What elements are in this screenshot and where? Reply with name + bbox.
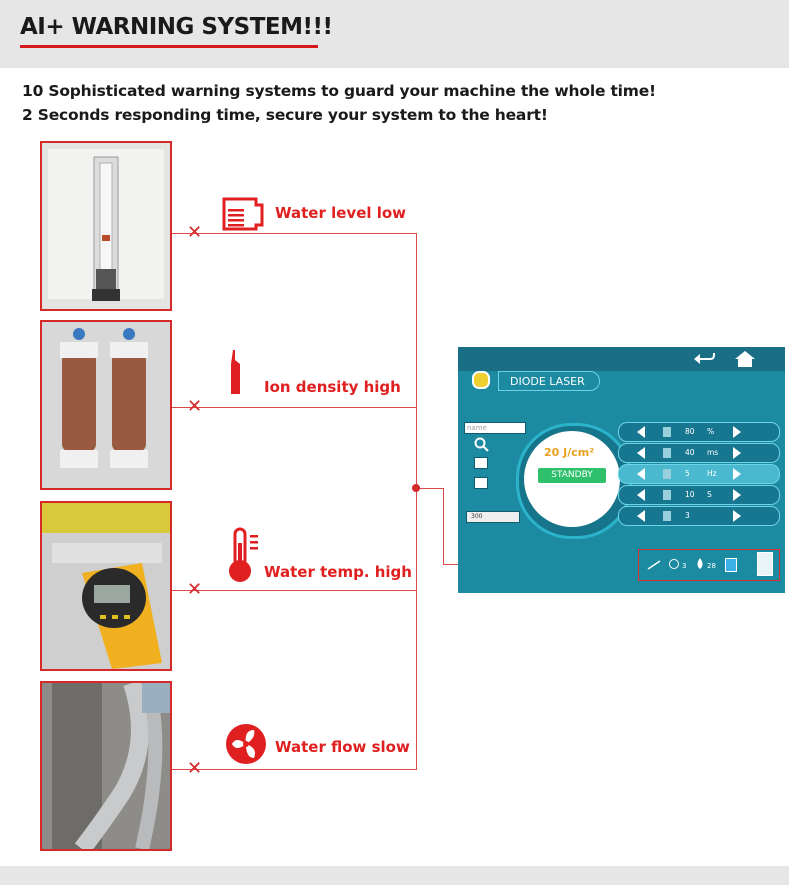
flow-status-value: 28 <box>707 562 716 570</box>
subtitle-line-2: 2 Seconds responding time, secure your s… <box>22 106 548 124</box>
standby-button[interactable]: STANDBY <box>538 468 606 483</box>
warning-label: Water level low <box>275 204 407 222</box>
title-underline <box>20 45 318 48</box>
photo-ion-filters <box>40 320 172 490</box>
water-tank-icon <box>725 558 737 572</box>
warning-label: Water temp. high <box>264 563 412 581</box>
handpiece-icon <box>647 560 661 570</box>
parameter-value: 5 <box>685 469 690 478</box>
flow-status-icon <box>697 558 703 569</box>
x-mark-icon: ✕ <box>187 396 203 417</box>
water-level-icon <box>222 197 264 231</box>
parameter-value: 40 <box>685 448 695 457</box>
footer-bar <box>0 866 789 885</box>
parameter-unit: ms <box>707 448 719 457</box>
parameter-unit: S <box>707 490 712 499</box>
subtitle-line-1: 10 Sophisticated warning systems to guar… <box>22 82 656 100</box>
increase-arrow-icon[interactable] <box>733 447 741 459</box>
fan-icon <box>226 724 266 764</box>
laser-control-screen: DIODE LASER name 300 20 J/cm² STANDBY 80… <box>458 347 785 593</box>
header-bar: AI+ WARNING SYSTEM!!! <box>0 0 789 68</box>
screen-top-bar <box>458 347 785 371</box>
parameter-value: 80 <box>685 427 695 436</box>
energy-unit: J/cm² <box>563 446 595 459</box>
parameter-row: 3 <box>618 506 780 526</box>
name-input[interactable]: name <box>464 422 526 434</box>
indicator-icon <box>472 371 490 389</box>
connector-line-4 <box>172 769 416 770</box>
parameter-value: 10 <box>685 490 695 499</box>
decrease-arrow-icon[interactable] <box>637 489 645 501</box>
connector-line-3 <box>172 590 416 591</box>
fan-status-value: 3 <box>682 562 687 570</box>
ion-filter-icon <box>231 350 240 394</box>
increase-arrow-icon[interactable] <box>733 489 741 501</box>
energy-readout: 20 J/cm² <box>544 446 594 459</box>
parameter-icon <box>663 427 671 437</box>
load-icon[interactable] <box>474 477 488 489</box>
x-mark-icon: ✕ <box>187 579 203 600</box>
home-icon[interactable] <box>734 350 756 368</box>
connector-to-screen-b <box>443 488 444 564</box>
connector-to-screen-a <box>416 488 444 489</box>
warning-label: Ion density high <box>264 378 401 396</box>
parameter-row: 40 ms <box>618 443 780 463</box>
thermometer-icon <box>229 527 258 582</box>
parameter-icon <box>663 448 671 458</box>
status-bar: 3 28 <box>638 549 780 581</box>
parameter-row: 10 S <box>618 485 780 505</box>
increase-arrow-icon[interactable] <box>733 510 741 522</box>
x-mark-icon: ✕ <box>187 222 203 243</box>
fan-status-icon <box>669 559 679 569</box>
decrease-arrow-icon[interactable] <box>637 426 645 438</box>
parameter-icon <box>663 469 671 479</box>
decrease-arrow-icon[interactable] <box>637 447 645 459</box>
back-icon[interactable] <box>692 351 716 367</box>
title-frame <box>498 371 600 391</box>
photo-temperature-gun <box>40 501 172 671</box>
decrease-arrow-icon[interactable] <box>637 510 645 522</box>
parameter-row: 5 Hz <box>618 464 780 484</box>
parameter-value: 3 <box>685 511 690 520</box>
slider-input[interactable]: 300 <box>466 511 520 523</box>
energy-value: 20 <box>544 446 560 459</box>
parameter-unit: Hz <box>707 469 717 478</box>
junction-dot <box>412 484 420 492</box>
parameter-row: 80% <box>618 422 780 442</box>
parameter-icon <box>663 511 671 521</box>
screen-title: DIODE LASER <box>510 375 585 388</box>
device-icon <box>757 552 773 576</box>
connector-line-2 <box>172 407 416 408</box>
photo-water-flow <box>40 681 172 851</box>
increase-arrow-icon[interactable] <box>733 426 741 438</box>
increase-arrow-icon[interactable] <box>733 468 741 480</box>
warning-label: Water flow slow <box>275 738 410 756</box>
photo-water-level <box>40 141 172 311</box>
page-title: AI+ WARNING SYSTEM!!! <box>20 14 333 40</box>
connector-line-1 <box>172 233 416 234</box>
search-icon[interactable] <box>474 437 490 453</box>
x-mark-icon: ✕ <box>187 758 203 779</box>
parameter-unit: % <box>707 427 715 436</box>
save-icon[interactable] <box>474 457 488 469</box>
decrease-arrow-icon[interactable] <box>637 468 645 480</box>
connector-vertical <box>416 233 417 770</box>
parameter-icon <box>663 490 671 500</box>
